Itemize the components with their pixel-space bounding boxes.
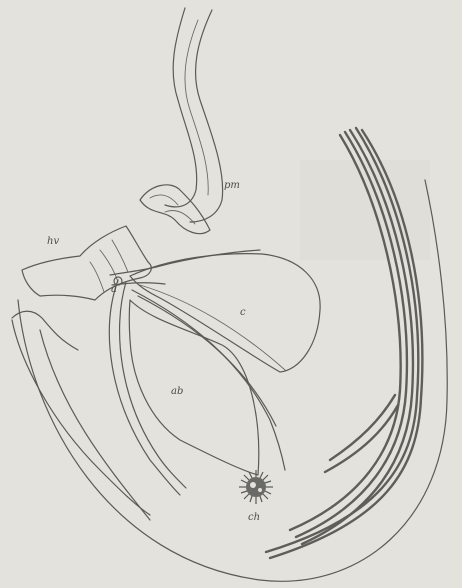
label-c: c	[240, 307, 246, 318]
label-hv: hv	[47, 236, 59, 247]
label-ch: ch	[248, 512, 260, 523]
label-pm: pm	[224, 180, 240, 191]
spiky-body-ch	[239, 470, 273, 504]
label-ab: ab	[171, 386, 183, 397]
label-a: a	[111, 284, 117, 295]
